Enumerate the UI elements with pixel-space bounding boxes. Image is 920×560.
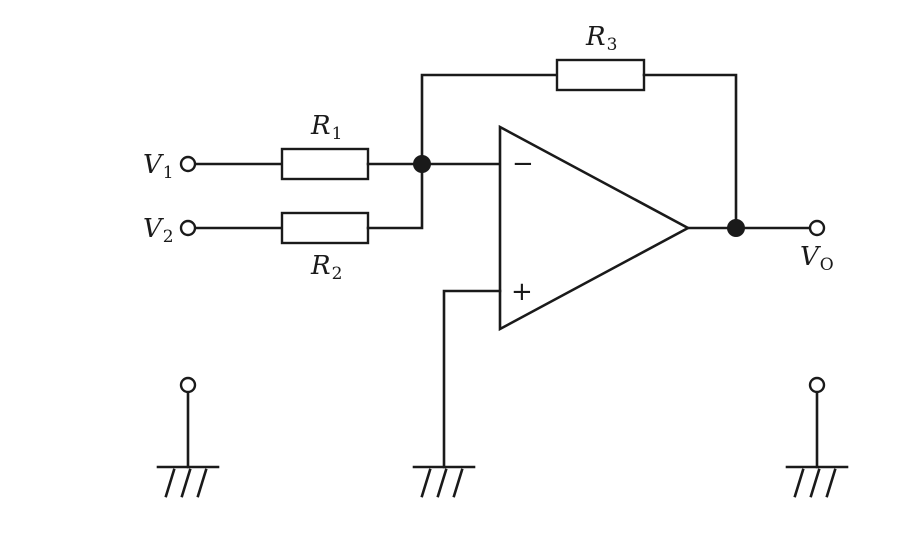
right-ground-terminal-circle — [808, 376, 826, 394]
ground-symbol-left — [156, 465, 220, 498]
feedback-branch — [420, 58, 738, 230]
v1-branch — [179, 147, 502, 181]
op-amp: − + — [498, 124, 691, 332]
summing-junction-dot — [413, 155, 431, 173]
output-branch — [686, 219, 826, 237]
label-r2: R2 — [310, 251, 342, 284]
ground-symbol-right — [785, 465, 849, 498]
inverting-input-sign: − — [512, 149, 534, 179]
noninverting-input-sign: + — [511, 277, 533, 307]
op-amp-triangle — [498, 124, 691, 332]
left-ground-terminal — [156, 376, 220, 498]
resistor-r2 — [280, 211, 370, 245]
label-r1: R1 — [310, 111, 342, 144]
v1-input-terminal — [179, 155, 197, 173]
label-r3: R3 — [585, 22, 617, 55]
v2-branch — [179, 162, 424, 245]
label-v1: V1 — [143, 150, 174, 183]
ground-symbol-center — [412, 465, 476, 498]
vo-output-terminal — [808, 219, 826, 237]
noninverting-ground-branch — [412, 289, 502, 498]
resistor-r1 — [280, 147, 370, 181]
right-ground-terminal — [785, 376, 849, 498]
output-junction-dot — [727, 219, 745, 237]
resistor-r3 — [555, 58, 646, 92]
label-v2: V2 — [143, 214, 174, 247]
left-ground-terminal-circle — [179, 376, 197, 394]
label-vo: VO — [800, 242, 834, 275]
v2-input-terminal — [179, 219, 197, 237]
